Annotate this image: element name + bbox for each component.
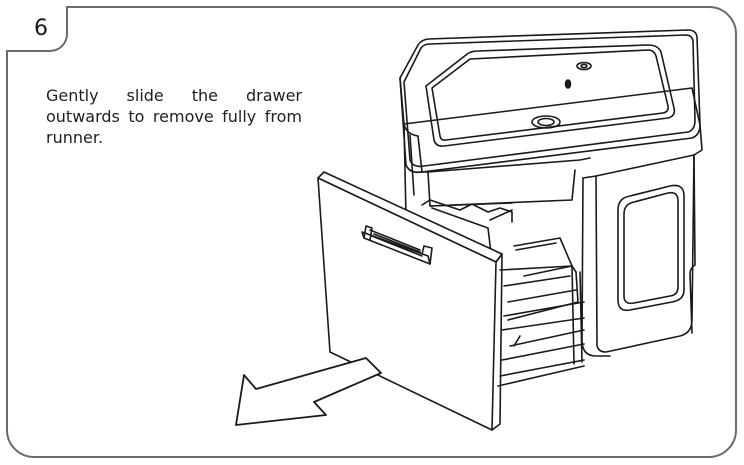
drawer-handle (361, 225, 433, 265)
drawer-front (317, 171, 503, 431)
instruction-text: Gently slide the drawer outwards to remo… (46, 86, 302, 147)
step-tab: 6 (6, 6, 68, 52)
arrow-down-left-icon (235, 357, 382, 426)
basin (399, 29, 701, 174)
drawer-box (421, 199, 585, 387)
step-number: 6 (34, 16, 48, 41)
